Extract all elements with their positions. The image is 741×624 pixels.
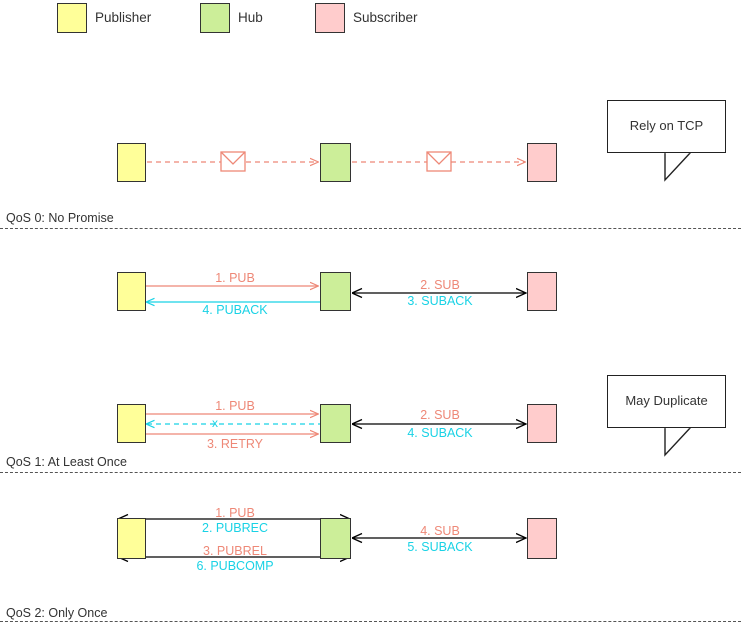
subscriber-node-qos1-row1 <box>527 272 557 311</box>
divider-qos2 <box>0 621 741 622</box>
section-label-qos2: QoS 2: Only Once <box>6 606 108 620</box>
publisher-legend-label: Publisher <box>95 10 152 25</box>
callout-may-duplicate: May Duplicate <box>607 375 726 428</box>
envelope-icon <box>426 151 452 172</box>
divider-qos0 <box>0 228 741 229</box>
subscriber-legend-label: Subscriber <box>353 10 418 25</box>
label-2-pubrec: 2. PUBREC <box>202 521 268 535</box>
label-4-sub: 4. SUB <box>420 524 460 538</box>
publisher-node-qos2 <box>117 518 146 559</box>
label-3-suback: 3. SUBACK <box>407 294 473 308</box>
subscriber-node-qos1-row2 <box>527 404 557 443</box>
envelope-icon <box>220 151 246 172</box>
label-3-pubrel: 3. PUBREL <box>203 544 267 558</box>
callout-tail-tcp <box>664 150 692 182</box>
label-2-sub-qos1: 2. SUB <box>420 278 460 292</box>
subscriber-node-qos2 <box>527 518 557 559</box>
label-4-puback: 4. PUBACK <box>202 303 268 317</box>
publisher-node-qos1-row1 <box>117 272 146 311</box>
callout-may-duplicate-text: May Duplicate <box>625 393 708 408</box>
hub-node-qos1-row2 <box>320 404 351 443</box>
label-5-suback: 5. SUBACK <box>407 540 473 554</box>
label-1-pub-qos2: 1. PUB <box>215 506 255 520</box>
label-6-pubcomp: 6. PUBCOMP <box>196 559 274 573</box>
label-2-sub-qos1-retry: 2. SUB <box>420 408 460 422</box>
hub-node-qos1-row1 <box>320 272 351 311</box>
callout-rely-on-tcp: Rely on TCP <box>607 100 726 153</box>
publisher-node-qos0 <box>117 143 146 182</box>
hub-swatch <box>200 3 230 33</box>
section-label-qos1: QoS 1: At Least Once <box>6 455 127 469</box>
callout-rely-on-tcp-text: Rely on TCP <box>629 118 704 133</box>
publisher-node-qos1-row2 <box>117 404 146 443</box>
subscriber-swatch <box>315 3 345 33</box>
hub-legend-label: Hub <box>238 10 263 25</box>
label-3-retry: 3. RETRY <box>206 437 264 451</box>
publisher-swatch <box>57 3 87 33</box>
label-1-pub-qos1-retry: 1. PUB <box>215 399 255 413</box>
callout-tail-duplicate <box>664 425 692 457</box>
hub-node-qos0 <box>320 143 351 182</box>
hub-node-qos2 <box>320 518 351 559</box>
failed-ack-x-marker: x <box>212 416 218 430</box>
subscriber-node-qos0 <box>527 143 557 182</box>
label-4-suback: 4. SUBACK <box>407 426 473 440</box>
section-label-qos0: QoS 0: No Promise <box>6 211 114 225</box>
label-1-pub-qos1: 1. PUB <box>215 271 255 285</box>
divider-qos1 <box>0 472 741 473</box>
